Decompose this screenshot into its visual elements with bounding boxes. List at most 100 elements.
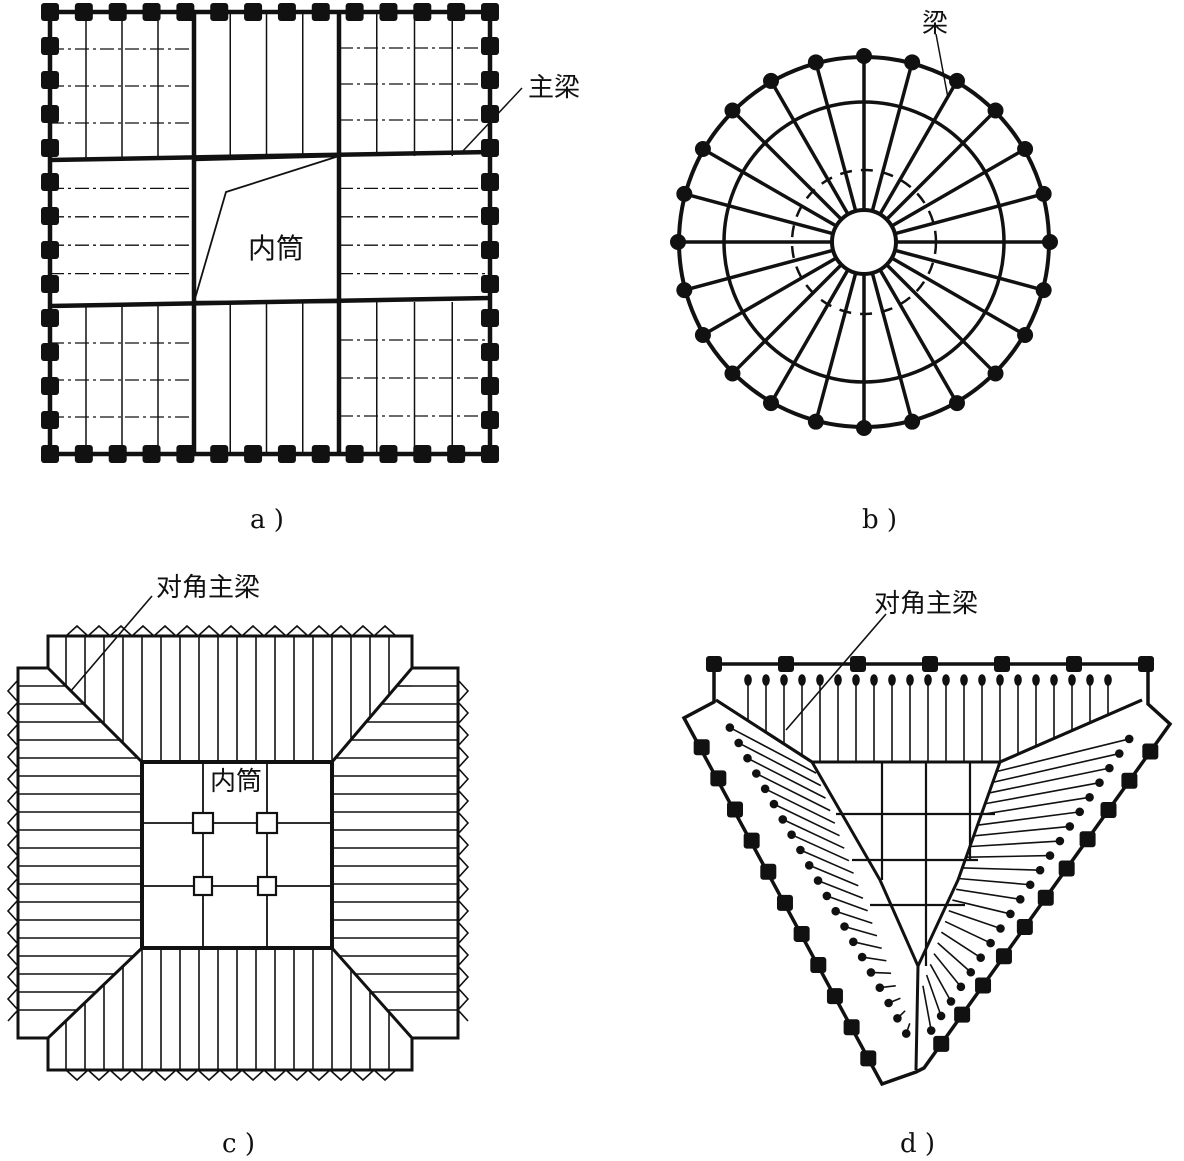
column	[676, 282, 693, 299]
joist	[835, 910, 873, 925]
column	[807, 54, 824, 71]
joist	[773, 803, 840, 837]
joist	[933, 953, 962, 988]
radial-beam	[878, 268, 959, 404]
panel-c-beam-label: 对角主梁	[156, 573, 260, 603]
joist-end	[852, 674, 860, 686]
joist	[844, 925, 878, 937]
joist	[992, 752, 1120, 784]
panel-c-core	[140, 760, 334, 950]
joist-end	[762, 674, 770, 686]
column	[481, 411, 499, 429]
column	[481, 71, 499, 89]
joist	[747, 757, 826, 799]
panel-a-beam-label: 主梁	[528, 73, 580, 103]
panel-b-radial-beams	[679, 57, 1049, 427]
column	[760, 863, 777, 880]
column	[345, 445, 364, 463]
column	[987, 365, 1004, 382]
joist-end	[1065, 822, 1075, 831]
column	[311, 445, 330, 463]
joist	[996, 738, 1130, 773]
joist-end	[986, 938, 995, 948]
joist-end	[888, 674, 896, 686]
panel-c-diagonal-square-plan: 内筒 对角主梁 c )	[6, 573, 470, 1159]
column	[743, 832, 760, 849]
joist-end	[926, 1026, 936, 1035]
joist-end	[956, 982, 966, 992]
joist	[922, 985, 932, 1031]
column	[345, 3, 364, 21]
joist-end	[1032, 674, 1040, 686]
column	[843, 1019, 860, 1036]
radial-beam	[890, 147, 1026, 228]
panel-a-perimeter-columns	[41, 3, 499, 463]
panel-d-caption: d )	[900, 1129, 935, 1159]
column	[74, 3, 93, 21]
column	[176, 3, 195, 21]
column	[763, 395, 779, 412]
radial-beam	[814, 62, 858, 212]
radial-beam	[702, 147, 838, 228]
panel-a-main-beams	[49, 12, 491, 454]
panel-d-outline	[681, 662, 1173, 1087]
column	[1017, 141, 1034, 157]
joist-end	[849, 937, 858, 947]
column	[481, 445, 499, 463]
joist	[974, 825, 1070, 837]
column	[41, 309, 59, 327]
column	[41, 71, 59, 89]
column	[1035, 282, 1052, 299]
radial-beam	[769, 80, 850, 216]
column	[994, 656, 1010, 672]
joist-end	[1035, 865, 1045, 875]
panel-b-beam-leader	[935, 33, 949, 99]
column	[850, 656, 866, 672]
column	[995, 948, 1012, 965]
radial-beam	[814, 272, 858, 422]
joist-end	[769, 799, 779, 809]
column	[1016, 918, 1033, 935]
zigzag-edge	[456, 679, 470, 1022]
column	[41, 241, 59, 259]
panel-b-circular-plan: 梁 b )	[670, 9, 1058, 535]
column	[41, 275, 59, 293]
column	[710, 770, 727, 787]
panel-b-core-circle	[830, 208, 898, 276]
column	[108, 445, 127, 463]
joist-end	[1015, 895, 1025, 904]
column	[481, 3, 499, 21]
panel-d-triangular-plan: 对角主梁 d )	[681, 589, 1173, 1159]
column	[379, 3, 398, 21]
joist	[800, 849, 854, 874]
joist-end	[734, 738, 743, 748]
column	[1100, 802, 1117, 818]
column	[810, 957, 827, 974]
joist	[937, 942, 972, 973]
column	[41, 343, 59, 361]
joist-end	[1014, 674, 1022, 686]
joist	[791, 833, 850, 862]
column	[1058, 860, 1075, 877]
joist-end	[1068, 674, 1076, 686]
panel-d-core-grid	[836, 762, 995, 966]
joist-end	[901, 1029, 911, 1038]
joist	[959, 877, 1031, 886]
column	[481, 275, 499, 293]
joist-end	[976, 953, 986, 962]
joist-end	[906, 674, 914, 686]
joist-end	[751, 769, 761, 778]
joist	[826, 895, 868, 912]
joist-end	[725, 723, 735, 732]
joist-end	[831, 906, 840, 916]
column	[776, 894, 793, 911]
column	[41, 445, 59, 463]
radial-beam	[684, 192, 834, 236]
radial-beam	[894, 192, 1044, 236]
column	[379, 445, 398, 463]
column	[954, 1006, 971, 1023]
column	[949, 72, 965, 89]
joist	[764, 788, 836, 824]
joist	[963, 867, 1041, 871]
column	[74, 445, 93, 463]
